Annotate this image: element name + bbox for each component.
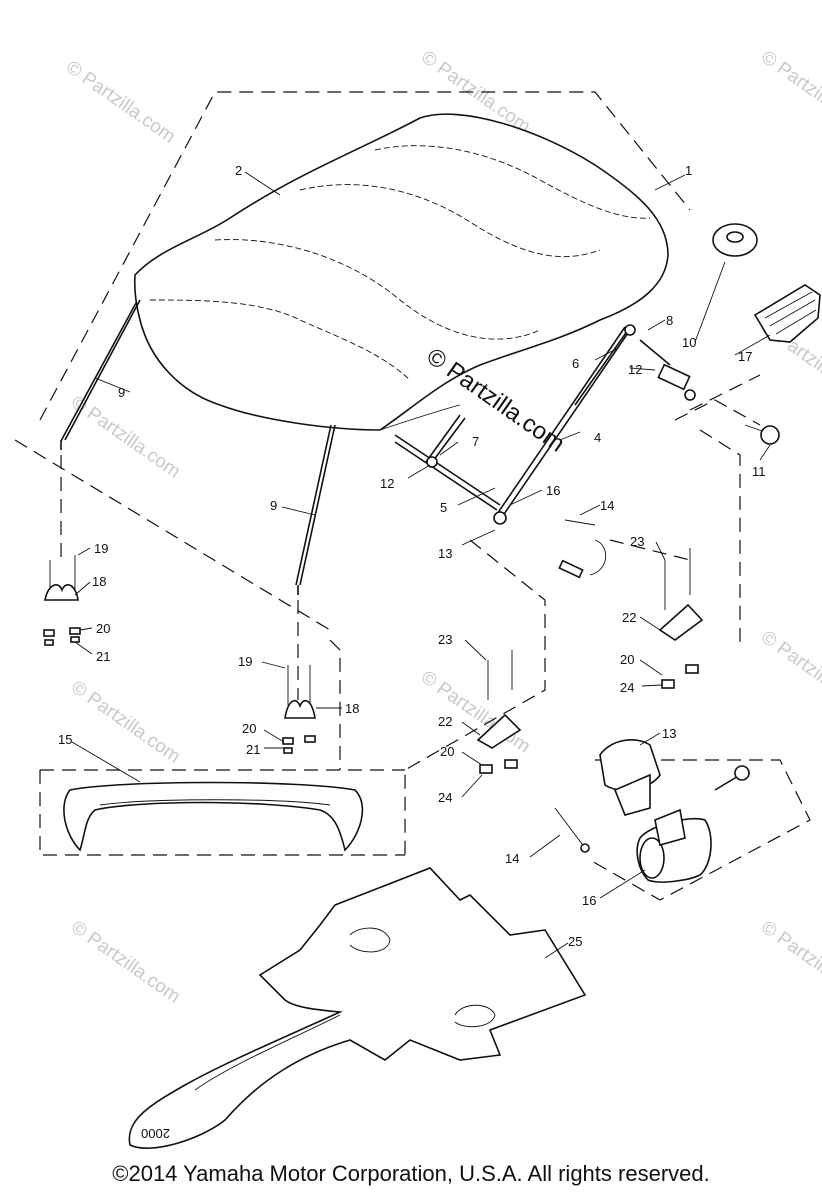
floor-mat: 2000 <box>128 867 587 1149</box>
base-22 <box>476 713 522 749</box>
callout-7: 7 <box>472 434 479 449</box>
callout-12a: 12 <box>628 362 642 377</box>
callout-14a: 14 <box>600 498 614 513</box>
callout-16a: 16 <box>546 483 560 498</box>
callout-23a: 23 <box>438 632 452 647</box>
callout-6: 6 <box>572 356 579 371</box>
callout-25: 25 <box>568 934 582 949</box>
base-22b <box>658 603 704 641</box>
watermark: © Partzilla.com <box>67 677 184 768</box>
callout-11: 11 <box>752 464 766 479</box>
leader-lines <box>71 171 771 959</box>
callout-18a: 18 <box>92 574 106 589</box>
callout-15: 15 <box>58 732 72 747</box>
callout-19b: 19 <box>238 654 252 669</box>
callout-1: 1 <box>685 163 692 178</box>
callout-16b: 16 <box>582 893 596 908</box>
assembly-outline <box>14 91 761 860</box>
rail-15 <box>63 781 364 852</box>
watermark: © Partzilla.com <box>757 917 822 1008</box>
callout-20d: 20 <box>620 652 634 667</box>
callout-13b: 13 <box>662 726 676 741</box>
rear-pole-right <box>299 424 336 586</box>
callout-21a: 21 <box>96 649 110 664</box>
callout-22b: 22 <box>622 610 636 625</box>
watermark: © Partzilla.com <box>67 917 184 1008</box>
cap-13 <box>599 739 661 791</box>
callout-2: 2 <box>235 163 242 178</box>
hinge-detail <box>554 739 811 901</box>
hinge-pin-area <box>558 519 607 579</box>
callout-17: 17 <box>738 349 752 364</box>
center-hardware <box>282 600 316 754</box>
callout-24a: 24 <box>438 790 452 805</box>
callout-14b: 14 <box>505 851 519 866</box>
watermark: © Partzilla.com <box>67 392 184 483</box>
callout-9a: 9 <box>118 385 125 400</box>
clip-8 <box>657 363 691 391</box>
callout-12b: 12 <box>380 476 394 491</box>
callout-numbers: 1 2 4 5 6 7 8 9 9 10 11 12 12 13 13 14 1… <box>58 163 766 949</box>
watermark: © Partzilla.com <box>417 667 534 758</box>
rear-pole-left <box>64 299 141 441</box>
callout-9b: 9 <box>270 498 277 513</box>
base-hardware <box>476 539 704 774</box>
callout-19a: 19 <box>94 541 108 556</box>
frame-tubes <box>60 299 636 595</box>
clamp-18 <box>44 584 79 601</box>
copyright-notice: ©2014 Yamaha Motor Corporation, U.S.A. A… <box>112 1161 710 1186</box>
bimini-cover <box>133 113 669 431</box>
callout-4: 4 <box>594 430 601 445</box>
callout-22a: 22 <box>438 714 452 729</box>
watermark: © Partzilla.com <box>62 57 179 148</box>
callout-5: 5 <box>440 500 447 515</box>
callout-20b: 20 <box>242 721 256 736</box>
callout-18b: 18 <box>345 701 359 716</box>
watermark: © Partzilla.com <box>757 47 822 138</box>
pin-14b <box>554 807 586 849</box>
bracket-17 <box>753 284 821 343</box>
callout-20a: 20 <box>96 621 110 636</box>
left-hardware <box>43 455 81 646</box>
callout-13a: 13 <box>438 546 452 561</box>
callout-8: 8 <box>666 313 673 328</box>
callout-24b: 24 <box>620 680 634 695</box>
callout-20c: 20 <box>440 744 454 759</box>
mat-logo: 2000 <box>141 1126 170 1141</box>
windshield-rail <box>39 639 405 856</box>
callout-23b: 23 <box>630 534 644 549</box>
callout-21b: 21 <box>246 742 260 757</box>
callout-10: 10 <box>682 335 696 350</box>
boot-and-fittings <box>639 223 821 445</box>
watermark: © Partzilla.com <box>757 627 822 718</box>
clamp-18b <box>284 699 316 719</box>
